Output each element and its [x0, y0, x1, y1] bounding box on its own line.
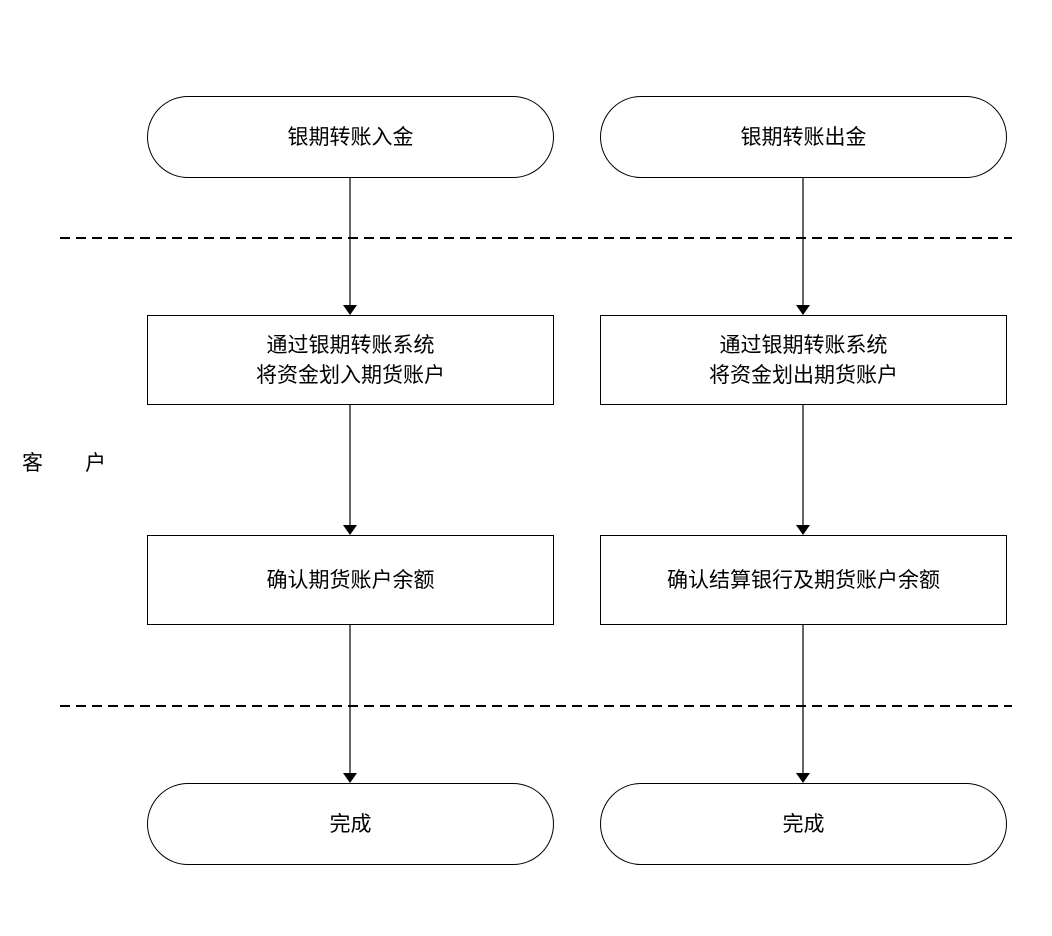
right-start-label: 银期转账出金 — [740, 125, 867, 149]
left-start-node: 银期转账入金 — [147, 96, 554, 178]
right-step1-line2: 将资金划出期货账户 — [709, 363, 898, 387]
left-step2-label: 确认期货账户余额 — [266, 568, 435, 592]
right-end-node: 完成 — [600, 783, 1007, 865]
right-end-label: 完成 — [782, 812, 825, 836]
lane-label-customer: 客 户 — [22, 451, 106, 475]
left-step1-line1: 通过银期转账系统 — [266, 333, 435, 357]
right-start-node: 银期转账出金 — [600, 96, 1007, 178]
right-step1-node: 通过银期转账系统 将资金划出期货账户 — [600, 315, 1007, 405]
left-end-node: 完成 — [147, 783, 554, 865]
left-step2-node: 确认期货账户余额 — [147, 535, 554, 625]
right-step1-line1: 通过银期转账系统 — [719, 333, 888, 357]
left-start-label: 银期转账入金 — [287, 125, 414, 149]
left-step1-node: 通过银期转账系统 将资金划入期货账户 — [147, 315, 554, 405]
right-step2-label: 确认结算银行及期货账户余额 — [667, 568, 940, 592]
right-step2-node: 确认结算银行及期货账户余额 — [600, 535, 1007, 625]
left-step1-line2: 将资金划入期货账户 — [256, 363, 445, 387]
left-end-label: 完成 — [329, 812, 372, 836]
